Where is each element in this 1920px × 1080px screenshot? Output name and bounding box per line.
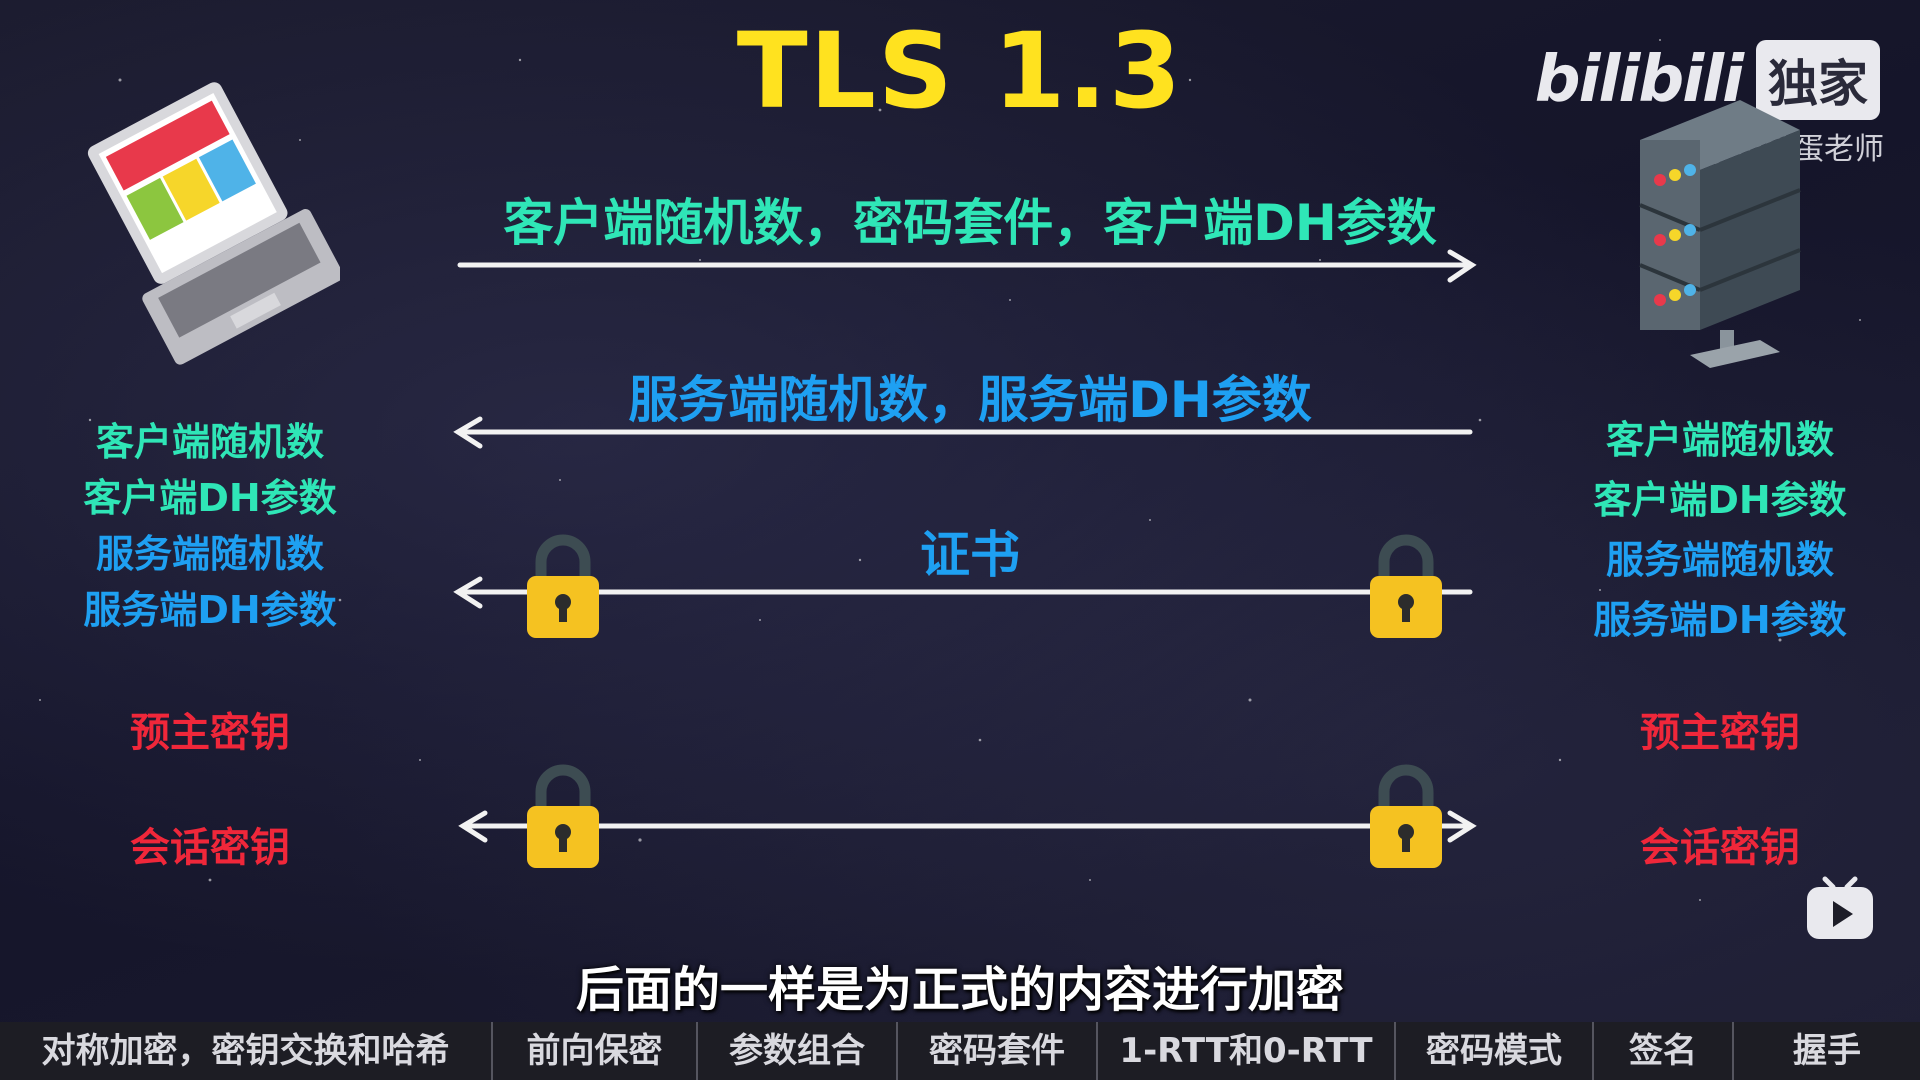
laptop-icon [87, 82, 340, 365]
client-params-list: 客户端随机数 客户端DH参数 服务端随机数 服务端DH参数 [60, 414, 360, 638]
lock-icon [527, 764, 599, 868]
brand-badge-group: bilibili 独家 [1535, 40, 1880, 120]
server-param-item: 服务端随机数 [1605, 538, 1834, 582]
chapter-item[interactable]: 前向保密 [493, 1022, 698, 1080]
exclusive-badge: 独家 [1756, 40, 1880, 120]
chapter-item[interactable]: 对称加密，密钥交换和哈希 [0, 1022, 493, 1080]
server-hello-message: 服务端随机数，服务端DH参数 [628, 371, 1312, 429]
video-subtitle: 后面的一样是为正式的内容进行加密 [575, 962, 1344, 1018]
chapter-item[interactable]: 密码套件 [898, 1022, 1098, 1080]
chapter-item[interactable]: 密码模式 [1396, 1022, 1594, 1080]
lock-icon [1370, 764, 1442, 868]
server-icon [1639, 100, 1801, 368]
lock-icon [1370, 534, 1442, 638]
chapter-item[interactable]: 1-RTT和0-RTT [1098, 1022, 1396, 1080]
client-param-item: 服务端随机数 [95, 532, 324, 576]
chapter-bar: 对称加密，密钥交换和哈希 前向保密 参数组合 密码套件 1-RTT和0-RTT … [0, 1022, 1920, 1080]
bilibili-logo: bilibili [1534, 43, 1744, 117]
server-params-list: 客户端随机数 客户端DH参数 服务端随机数 服务端DH参数 [1560, 410, 1880, 650]
lock-icon [527, 534, 599, 638]
client-param-item: 服务端DH参数 [83, 588, 337, 632]
chapter-item[interactable]: 握手 [1793, 1031, 1861, 1071]
server-session-key: 会话密钥 [1640, 825, 1800, 871]
client-session-key: 会话密钥 [130, 825, 290, 871]
client-hello-message: 客户端随机数，密码套件，客户端DH参数 [503, 194, 1437, 252]
tv-play-icon[interactable] [1805, 875, 1875, 941]
client-param-item: 客户端DH参数 [83, 476, 337, 520]
server-param-item: 服务端DH参数 [1593, 598, 1847, 642]
chapter-item[interactable]: 参数组合 [698, 1022, 898, 1080]
chapter-item[interactable]: 签名 [1594, 1022, 1734, 1080]
certificate-message: 证书 [920, 526, 1020, 584]
server-param-item: 客户端随机数 [1605, 418, 1834, 462]
server-param-item: 客户端DH参数 [1593, 478, 1847, 522]
client-param-item: 客户端随机数 [95, 420, 324, 464]
page-title: TLS 1.3 [736, 10, 1184, 132]
server-premaster-key: 预主密钥 [1640, 710, 1800, 756]
client-premaster-key: 预主密钥 [130, 710, 290, 756]
